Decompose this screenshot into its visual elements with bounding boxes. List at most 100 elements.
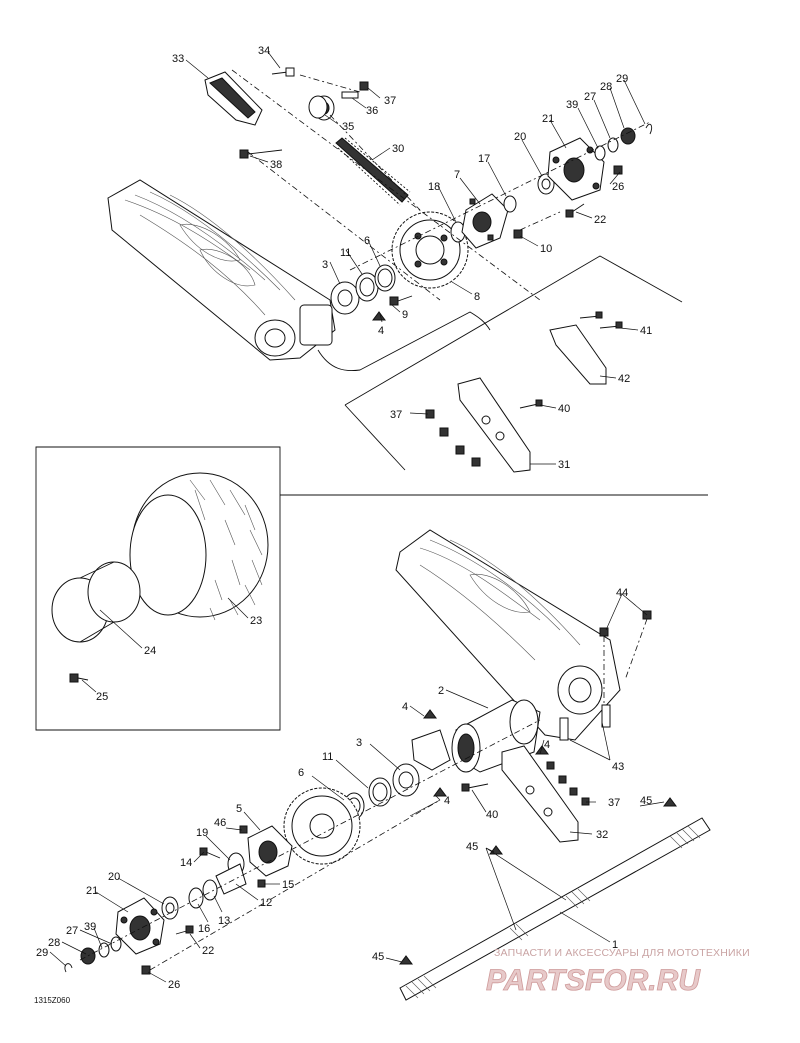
callout-18: 18 — [428, 181, 440, 193]
callout-40: 40 — [558, 403, 570, 415]
callout-4: 4 — [378, 325, 384, 337]
callout-17: 17 — [478, 153, 490, 165]
hub-top — [450, 193, 517, 249]
callout-2: 2 — [438, 685, 444, 697]
callout-10: 10 — [540, 243, 552, 255]
callout-30: 30 — [392, 143, 404, 155]
callout-leaders — [49, 51, 665, 983]
callout-33: 33 — [172, 53, 184, 65]
callout-6-b: 6 — [298, 767, 304, 779]
callout-21-b: 21 — [86, 885, 98, 897]
callout-8: 8 — [474, 291, 480, 303]
bolt-9 — [389, 295, 413, 306]
callout-39: 39 — [566, 99, 578, 111]
callout-41: 41 — [640, 325, 652, 337]
callout-4-b: 4 — [444, 795, 450, 807]
chain-guide — [204, 71, 263, 126]
callout-45-c: 45 — [372, 951, 384, 963]
callout-27-b: 27 — [66, 925, 78, 937]
callout-45-b: 45 — [466, 841, 478, 853]
callout-37-b: 37 — [608, 797, 620, 809]
callout-32: 32 — [596, 829, 608, 841]
chain-roller — [308, 95, 335, 121]
callout-26-b: 26 — [168, 979, 180, 991]
swing-arm-top — [107, 179, 336, 361]
callout-4-a: 4 — [402, 701, 408, 713]
callout-31: 31 — [558, 459, 570, 471]
callout-9: 9 — [402, 309, 408, 321]
callout-28: 28 — [600, 81, 612, 93]
rim — [51, 561, 141, 643]
callout-38: 38 — [270, 159, 282, 171]
callout-22: 22 — [594, 214, 606, 226]
wheel-nut — [69, 673, 89, 683]
callout-11-b: 11 — [322, 751, 333, 763]
callout-21: 21 — [542, 113, 554, 125]
callout-7: 7 — [454, 169, 460, 181]
callout-37-inset: 37 — [390, 409, 402, 421]
callout-35: 35 — [342, 121, 354, 133]
callout-6: 6 — [364, 235, 370, 247]
bearing-seals-top — [330, 264, 396, 315]
callout-42: 42 — [618, 373, 630, 385]
callout-20-b: 20 — [108, 871, 120, 883]
watermark-brand: PARTSFOR.RU — [486, 964, 701, 997]
wheel-inset-box — [35, 446, 708, 731]
rear-axle — [399, 797, 711, 1001]
callout-43: 43 — [612, 761, 624, 773]
callout-1: 1 — [612, 939, 618, 951]
hub-bottom — [188, 825, 293, 909]
callout-40-b: 40 — [486, 809, 498, 821]
watermark-caption: ЗАПЧАСТИ И АКСЕССУАРЫ ДЛЯ МОТОТЕХНИКИ — [494, 947, 750, 959]
callout-11: 11 — [340, 247, 351, 259]
callout-19: 19 — [196, 827, 208, 839]
nut-10 — [513, 229, 523, 239]
chain-guide-bracket-top — [425, 311, 623, 473]
callout-14: 14 — [180, 857, 192, 869]
swing-arm-bottom — [395, 529, 621, 741]
bearing-seals-bottom — [343, 763, 447, 820]
callout-25: 25 — [96, 691, 108, 703]
callout-29-b: 29 — [36, 947, 48, 959]
rear-hub-bottom — [64, 896, 194, 975]
callout-36: 36 — [366, 105, 378, 117]
callout-37: 37 — [384, 95, 396, 107]
callout-22-b: 22 — [202, 945, 214, 957]
callout-44: 44 — [616, 587, 628, 599]
drawing-code: 1315Z060 — [34, 996, 71, 1005]
callout-13: 13 — [218, 915, 230, 927]
chain-guide-bracket-bottom — [461, 745, 590, 843]
callout-34: 34 — [258, 45, 270, 57]
tire — [129, 472, 269, 621]
assembly-lines-top — [231, 69, 651, 301]
callout-20: 20 — [514, 131, 526, 143]
callout-3: 3 — [322, 259, 328, 271]
grease-nipple-top — [372, 311, 386, 321]
callout-39-b: 39 — [84, 921, 96, 933]
callout-labels: 33 34 35 36 37 38 30 20 21 39 27 28 29 1… — [34, 45, 652, 1005]
callout-5: 5 — [236, 803, 242, 815]
bolt-38 — [239, 149, 283, 159]
inset-frame-top — [317, 255, 683, 471]
callout-28-b: 28 — [48, 937, 60, 949]
callout-46: 46 — [214, 817, 226, 829]
rear-hub-top — [537, 123, 653, 218]
drive-chain — [335, 137, 411, 206]
callout-3-b: 3 — [356, 737, 362, 749]
callout-4-c: 4 — [544, 739, 550, 751]
bolt-34 — [271, 67, 295, 77]
callout-24: 24 — [144, 645, 156, 657]
callout-45-a: 45 — [640, 795, 652, 807]
callout-15: 15 — [282, 879, 294, 891]
callout-12: 12 — [260, 897, 272, 909]
sleeve-and-nut — [341, 81, 369, 99]
callout-23: 23 — [250, 615, 262, 627]
assembly-lines-bottom — [79, 719, 541, 971]
callout-27: 27 — [584, 91, 596, 103]
sprocket-bottom — [283, 787, 361, 865]
watermark: ЗАПЧАСТИ И АКСЕССУАРЫ ДЛЯ МОТОТЕХНИКИ PA… — [486, 947, 750, 997]
callout-26: 26 — [612, 181, 624, 193]
callout-29: 29 — [616, 73, 628, 85]
